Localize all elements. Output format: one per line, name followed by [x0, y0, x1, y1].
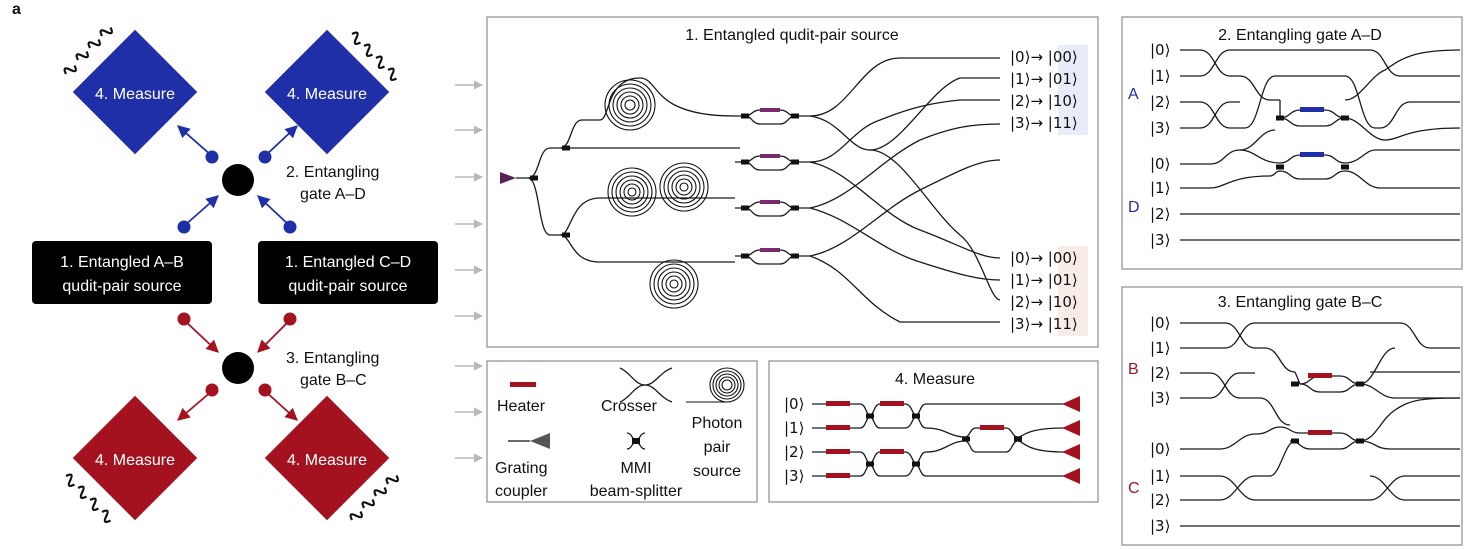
legend-grating-2: coupler	[495, 483, 548, 500]
gate-ad-line2: gate A–D	[300, 186, 366, 203]
measure-panel: 4. Measure |0⟩ |1⟩ |2⟩ |3⟩	[768, 360, 1099, 503]
output-ket-top-3: |3⟩→ |11⟩	[1010, 114, 1078, 132]
gate-node-ad	[222, 164, 254, 196]
measure-node-a: 4. Measure	[61, 23, 198, 155]
legend-photon-1: Photon	[692, 415, 743, 432]
heater-icon	[826, 401, 1004, 478]
ket-b-2: |2⟩	[1150, 364, 1170, 382]
output-highlight-bottom	[1058, 246, 1088, 336]
qudit-label-c: C	[1128, 480, 1140, 497]
source-panel-title: 1. Entangled qudit-pair source	[685, 27, 899, 44]
output-ket-top-1: |1⟩→ |01⟩	[1010, 70, 1078, 88]
spiral-source-icon	[659, 162, 709, 212]
heater-icon	[510, 382, 536, 387]
legend-panel: Heater Crosser Photon pair source Gratin…	[486, 360, 758, 503]
spiral-source-icon	[649, 259, 699, 309]
gate-bc-panel: 3. Entangling gate B–C B C |0⟩ |1⟩ |2⟩ |…	[1121, 286, 1463, 546]
source-cd-line2: qudit-pair source	[288, 278, 407, 295]
legend-grating-1: Grating	[495, 460, 547, 477]
ket-d-3: |3⟩	[1150, 231, 1170, 249]
ket-a-2: |2⟩	[1150, 93, 1170, 111]
ket-c-0: |0⟩	[1150, 440, 1170, 458]
spiral-source-icon	[607, 167, 657, 217]
measure-node-d: 4. Measure	[264, 29, 401, 155]
crosser-icon	[619, 367, 673, 403]
input-grating-icon	[500, 172, 516, 184]
source-ab-line2: qudit-pair source	[62, 278, 181, 295]
ket-a-0: |0⟩	[1150, 41, 1170, 59]
output-ket-bottom-1: |1⟩→ |01⟩	[1010, 271, 1078, 289]
gate-bc-line2: gate B–C	[300, 372, 367, 389]
panel-label: a	[12, 1, 21, 18]
measure-node-b: 4. Measure	[61, 395, 198, 525]
measure-input-3: |3⟩	[784, 467, 804, 485]
measure-label-b: 4. Measure	[95, 452, 175, 469]
measure-input-2: |2⟩	[784, 443, 804, 461]
spiral-source-icon	[604, 79, 656, 131]
output-kets-top: |0⟩→ |00⟩ |1⟩→ |01⟩ |2⟩→ |10⟩ |3⟩→ |11⟩	[1010, 48, 1078, 132]
gate-node-bc	[222, 352, 254, 384]
heater-icon	[1308, 373, 1332, 435]
photon-arrows-bc	[177, 312, 298, 421]
heater-icon	[760, 108, 780, 252]
source-ab-line1: 1. Entangled A–B	[60, 254, 184, 271]
schematic-overview: 4. Measure 4. Measure	[32, 23, 438, 525]
qudit-label-b: B	[1128, 361, 1139, 378]
ket-d-1: |1⟩	[1150, 179, 1170, 197]
measure-label-a: 4. Measure	[95, 86, 175, 103]
input-arrows	[455, 80, 483, 463]
legend-photon-3: source	[693, 463, 741, 480]
ket-a-1: |1⟩	[1150, 67, 1170, 85]
ket-c-2: |2⟩	[1150, 491, 1170, 509]
measure-label-d: 4. Measure	[287, 86, 367, 103]
source-cd-line1: 1. Entangled C–D	[285, 254, 411, 271]
source-panel: 1. Entangled qudit-pair source	[486, 16, 1099, 348]
gate-ad-line1: 2. Entangling	[286, 164, 379, 181]
ket-b-0: |0⟩	[1150, 314, 1170, 332]
output-ket-bottom-3: |3⟩→ |11⟩	[1010, 315, 1078, 333]
output-kets-bottom: |0⟩→ |00⟩ |1⟩→ |01⟩ |2⟩→ |10⟩ |3⟩→ |11⟩	[1010, 249, 1078, 333]
legend-crosser: Crosser	[601, 398, 658, 415]
output-ket-top-2: |2⟩→ |10⟩	[1010, 92, 1078, 110]
photon-arrows-ad	[177, 125, 298, 234]
gate-bc-title: 3. Entangling gate B–C	[1218, 294, 1383, 311]
output-grating-icon	[1062, 396, 1080, 484]
source-box-cd: 1. Entangled C–D qudit-pair source	[258, 241, 438, 304]
measure-input-0: |0⟩	[784, 395, 804, 413]
ket-c-3: |3⟩	[1150, 517, 1170, 535]
ket-b-3: |3⟩	[1150, 389, 1170, 407]
measure-panel-title: 4. Measure	[895, 371, 975, 388]
qudit-label-d: D	[1128, 199, 1140, 216]
output-ket-bottom-2: |2⟩→ |10⟩	[1010, 293, 1078, 311]
measure-node-c: 4. Measure	[264, 395, 401, 525]
ket-d-2: |2⟩	[1150, 205, 1170, 223]
output-highlight-top	[1058, 45, 1088, 135]
ket-d-0: |0⟩	[1150, 155, 1170, 173]
gate-bc-line1: 3. Entangling	[286, 350, 379, 367]
legend-mmi-2: beam-splitter	[590, 483, 683, 500]
ket-a-3: |3⟩	[1150, 119, 1170, 137]
qudit-label-a: A	[1128, 86, 1139, 103]
spiral-source-icon	[686, 367, 745, 403]
output-ket-top-0: |0⟩→ |00⟩	[1010, 48, 1078, 66]
gate-ad-title: 2. Entangling gate A–D	[1218, 27, 1382, 44]
output-ket-bottom-0: |0⟩→ |00⟩	[1010, 249, 1078, 267]
source-box-ab: 1. Entangled A–B qudit-pair source	[32, 241, 212, 304]
heater-icon	[1300, 107, 1324, 157]
grating-coupler-icon	[508, 433, 550, 449]
measure-input-1: |1⟩	[784, 419, 804, 437]
legend-mmi-1: MMI	[620, 460, 651, 477]
gate-ad-panel: 2. Entangling gate A–D A D |0⟩ |1⟩ |2⟩ |…	[1121, 16, 1463, 270]
ket-b-1: |1⟩	[1150, 339, 1170, 357]
legend-photon-2: pair	[704, 439, 731, 456]
legend-heater: Heater	[497, 398, 546, 415]
measure-label-c: 4. Measure	[287, 452, 367, 469]
ket-c-1: |1⟩	[1150, 467, 1170, 485]
